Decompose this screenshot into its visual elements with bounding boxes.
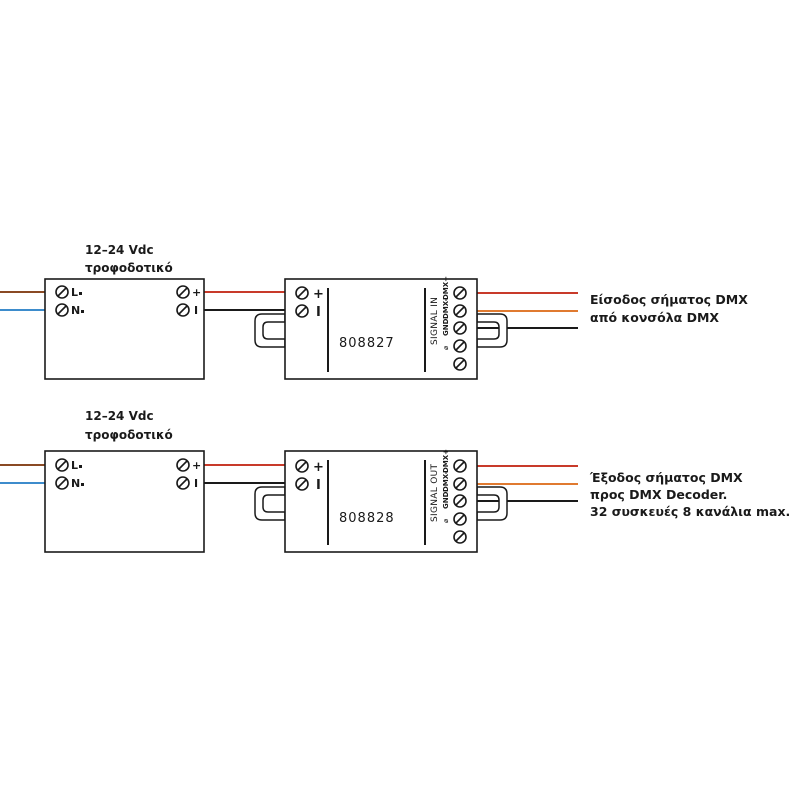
screw-terminal-icon [295,304,309,318]
ground-dot-icon [81,483,84,486]
note-line-2: προς DMX Decoder. [590,487,727,502]
screw-terminal-icon [453,494,467,508]
note-line-1: Έξοδος σήματος DMX [589,470,743,485]
module-code: 808828 [339,511,395,526]
module-plus-label: + [313,287,324,302]
signal-label: SIGNAL IN [430,297,440,345]
psu-out-minus-label: I [194,304,198,317]
screw-terminal-icon [453,339,467,353]
screw-terminal-icon [295,477,309,491]
screw-terminal-icon [55,458,69,472]
psu-neutral-label: N [71,304,80,317]
signal-label: SIGNAL OUT [430,464,440,522]
psu-live-label: L [71,459,78,472]
screw-terminal-icon [295,459,309,473]
module-minus-label: I [316,305,321,320]
screw-terminal-icon [453,286,467,300]
note-line-2: από κονσόλα DMX [590,310,719,325]
diagram-2: 12–24 Vdc τροφοδοτικό L N + I + I 808828… [0,409,790,553]
pin-label-shield: ⌀ [442,519,450,523]
psu-neutral-label: N [71,477,80,490]
pin-label-gnd: GND [442,318,450,336]
screw-terminal-icon [55,285,69,299]
note-line-3: 32 συσκευές 8 κανάλια max. [590,504,790,519]
dmx-module-box [284,450,478,553]
dmx-module-box [284,278,478,380]
psu-caption-line2: τροφοδοτικό [85,261,173,275]
screw-terminal-icon [453,477,467,491]
screw-terminal-icon [176,303,190,317]
wires [0,464,578,502]
pin-label-gnd: GND [442,491,450,509]
diagram-1: 12–24 Vdc τροφοδοτικό L N + I + I 808827… [0,243,748,380]
screw-terminal-icon [453,304,467,318]
module-plus-label: + [313,460,324,475]
psu-out-plus-label: + [192,459,201,472]
psu-caption-line1: 12–24 Vdc [85,243,154,257]
psu-live-label: L [71,286,78,299]
pin-label-dmx-minus: DMX- [442,298,450,319]
screw-terminal-icon [453,459,467,473]
psu-out-plus-label: + [192,286,201,299]
module-minus-label: I [316,478,321,493]
screw-terminal-icon [176,458,190,472]
pin-label-dmx-plus: DMX+ [442,449,450,473]
screw-terminal-icon [453,512,467,526]
psu-caption-line1: 12–24 Vdc [85,409,154,423]
screw-terminal-icon [176,476,190,490]
screw-terminal-icon [453,530,467,544]
pin-label-dmx-plus: DMX+ [442,276,450,300]
screw-terminal-icon [55,303,69,317]
module-code: 808827 [339,336,395,351]
ground-dot-icon [79,292,82,295]
psu-caption-line2: τροφοδοτικό [85,428,173,442]
screw-terminal-icon [176,285,190,299]
screw-terminal-icon [453,357,467,371]
screw-terminal-icon [55,476,69,490]
screw-terminal-icon [453,321,467,335]
screw-terminal-icon [295,286,309,300]
pin-label-shield: ⌀ [442,346,450,350]
ground-dot-icon [81,310,84,313]
note-line-1: Είσοδος σήματος DMX [590,292,748,307]
pin-label-dmx-minus: DMX- [442,471,450,492]
psu-out-minus-label: I [194,477,198,490]
ground-dot-icon [79,465,82,468]
